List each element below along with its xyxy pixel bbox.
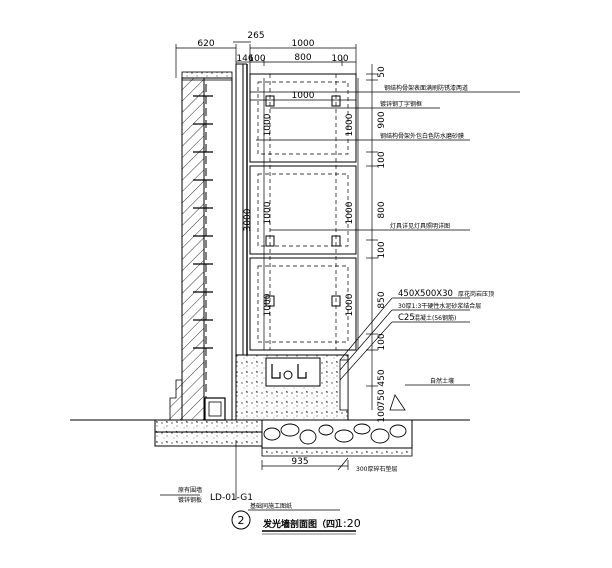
dim-frame-b: 1000 bbox=[345, 201, 355, 224]
dim-seg-100-b: 100 bbox=[377, 241, 387, 258]
dim-base-100: 100 bbox=[377, 405, 387, 422]
label-gravel: 300厚碎石垫层 bbox=[356, 465, 397, 473]
callout-1: 钢结构骨架表面满刷防锈漆两道 bbox=[384, 84, 468, 92]
callout-5: 自然土壤 bbox=[430, 377, 454, 385]
dim-seg-100-a: 100 bbox=[377, 151, 387, 168]
rebar-ties bbox=[193, 95, 213, 349]
dim-frame-a: 1000 bbox=[345, 113, 355, 136]
dim-sub-left: 100 bbox=[248, 54, 265, 64]
dim-base-750: 750 bbox=[377, 389, 387, 406]
dim-wall-width: 620 bbox=[197, 39, 214, 49]
spec-granite: 450X500X30 bbox=[398, 289, 453, 299]
dim-seg-50: 50 bbox=[377, 66, 387, 78]
dim-footing-width: 935 bbox=[291, 457, 308, 467]
foundation bbox=[154, 419, 413, 457]
callout-8: 镀锌钢板 bbox=[178, 496, 202, 504]
concrete-base bbox=[235, 354, 349, 421]
dim-post-width: 265 bbox=[247, 31, 264, 41]
callout-9: LD-01-G1 bbox=[210, 493, 253, 503]
dim-panel-b: 1000 bbox=[263, 201, 273, 224]
title-text: 发光墙剖面图（四） bbox=[262, 518, 344, 530]
dim-seg-100-c: 100 bbox=[377, 333, 387, 350]
title-block: 2 发光墙剖面图（四） 1:20 bbox=[231, 510, 361, 535]
dim-base-450: 450 bbox=[377, 369, 387, 386]
bottom-dimensions bbox=[261, 457, 349, 471]
title-scale: 1:20 bbox=[336, 517, 361, 530]
dim-sub-right: 100 bbox=[331, 54, 348, 64]
ground-line bbox=[70, 394, 470, 421]
spec-mortar: 30厚1:3干硬性水泥砂浆结合层 bbox=[398, 302, 481, 310]
light-box-frames bbox=[249, 73, 357, 351]
callout-3: 钢结构骨架外包白色防水磨砂膜 bbox=[380, 132, 464, 140]
dim-panel-c: 1000 bbox=[263, 293, 273, 316]
vertical-dimensions bbox=[263, 64, 378, 410]
leader-lines bbox=[160, 91, 520, 511]
dim-panel-a: 1000 bbox=[263, 113, 273, 136]
dim-small-left: 146 bbox=[236, 54, 253, 64]
dim-overall-height: 3000 bbox=[243, 208, 253, 231]
spec-granite-note: 厚花岗岩压顶 bbox=[458, 290, 494, 298]
dim-seg-850: 850 bbox=[377, 291, 387, 308]
dim-frame-width: 1000 bbox=[292, 39, 315, 49]
dim-seg-800: 800 bbox=[377, 201, 387, 218]
dim-seg-900: 900 bbox=[377, 111, 387, 128]
title-number: 2 bbox=[238, 514, 245, 527]
existing-brick-wall bbox=[169, 71, 233, 421]
dim-sub-mid: 800 bbox=[294, 53, 311, 63]
callout-6: 原有围墙 bbox=[178, 486, 202, 494]
dim-frame-c: 1000 bbox=[345, 293, 355, 316]
callout-7: 基础同施工图纸 bbox=[250, 502, 292, 510]
spec-concrete-note: 混凝土(56钢筋) bbox=[414, 314, 456, 322]
callout-4: 灯具详见灯具照明详图 bbox=[390, 222, 450, 230]
callout-2: 镀锌钢丁字钢框 bbox=[380, 100, 422, 108]
gravel-stones bbox=[263, 423, 407, 445]
spec-concrete: C25 bbox=[398, 313, 415, 323]
dim-inner-width: 1000 bbox=[292, 91, 315, 101]
top-dimensions bbox=[175, 41, 357, 101]
